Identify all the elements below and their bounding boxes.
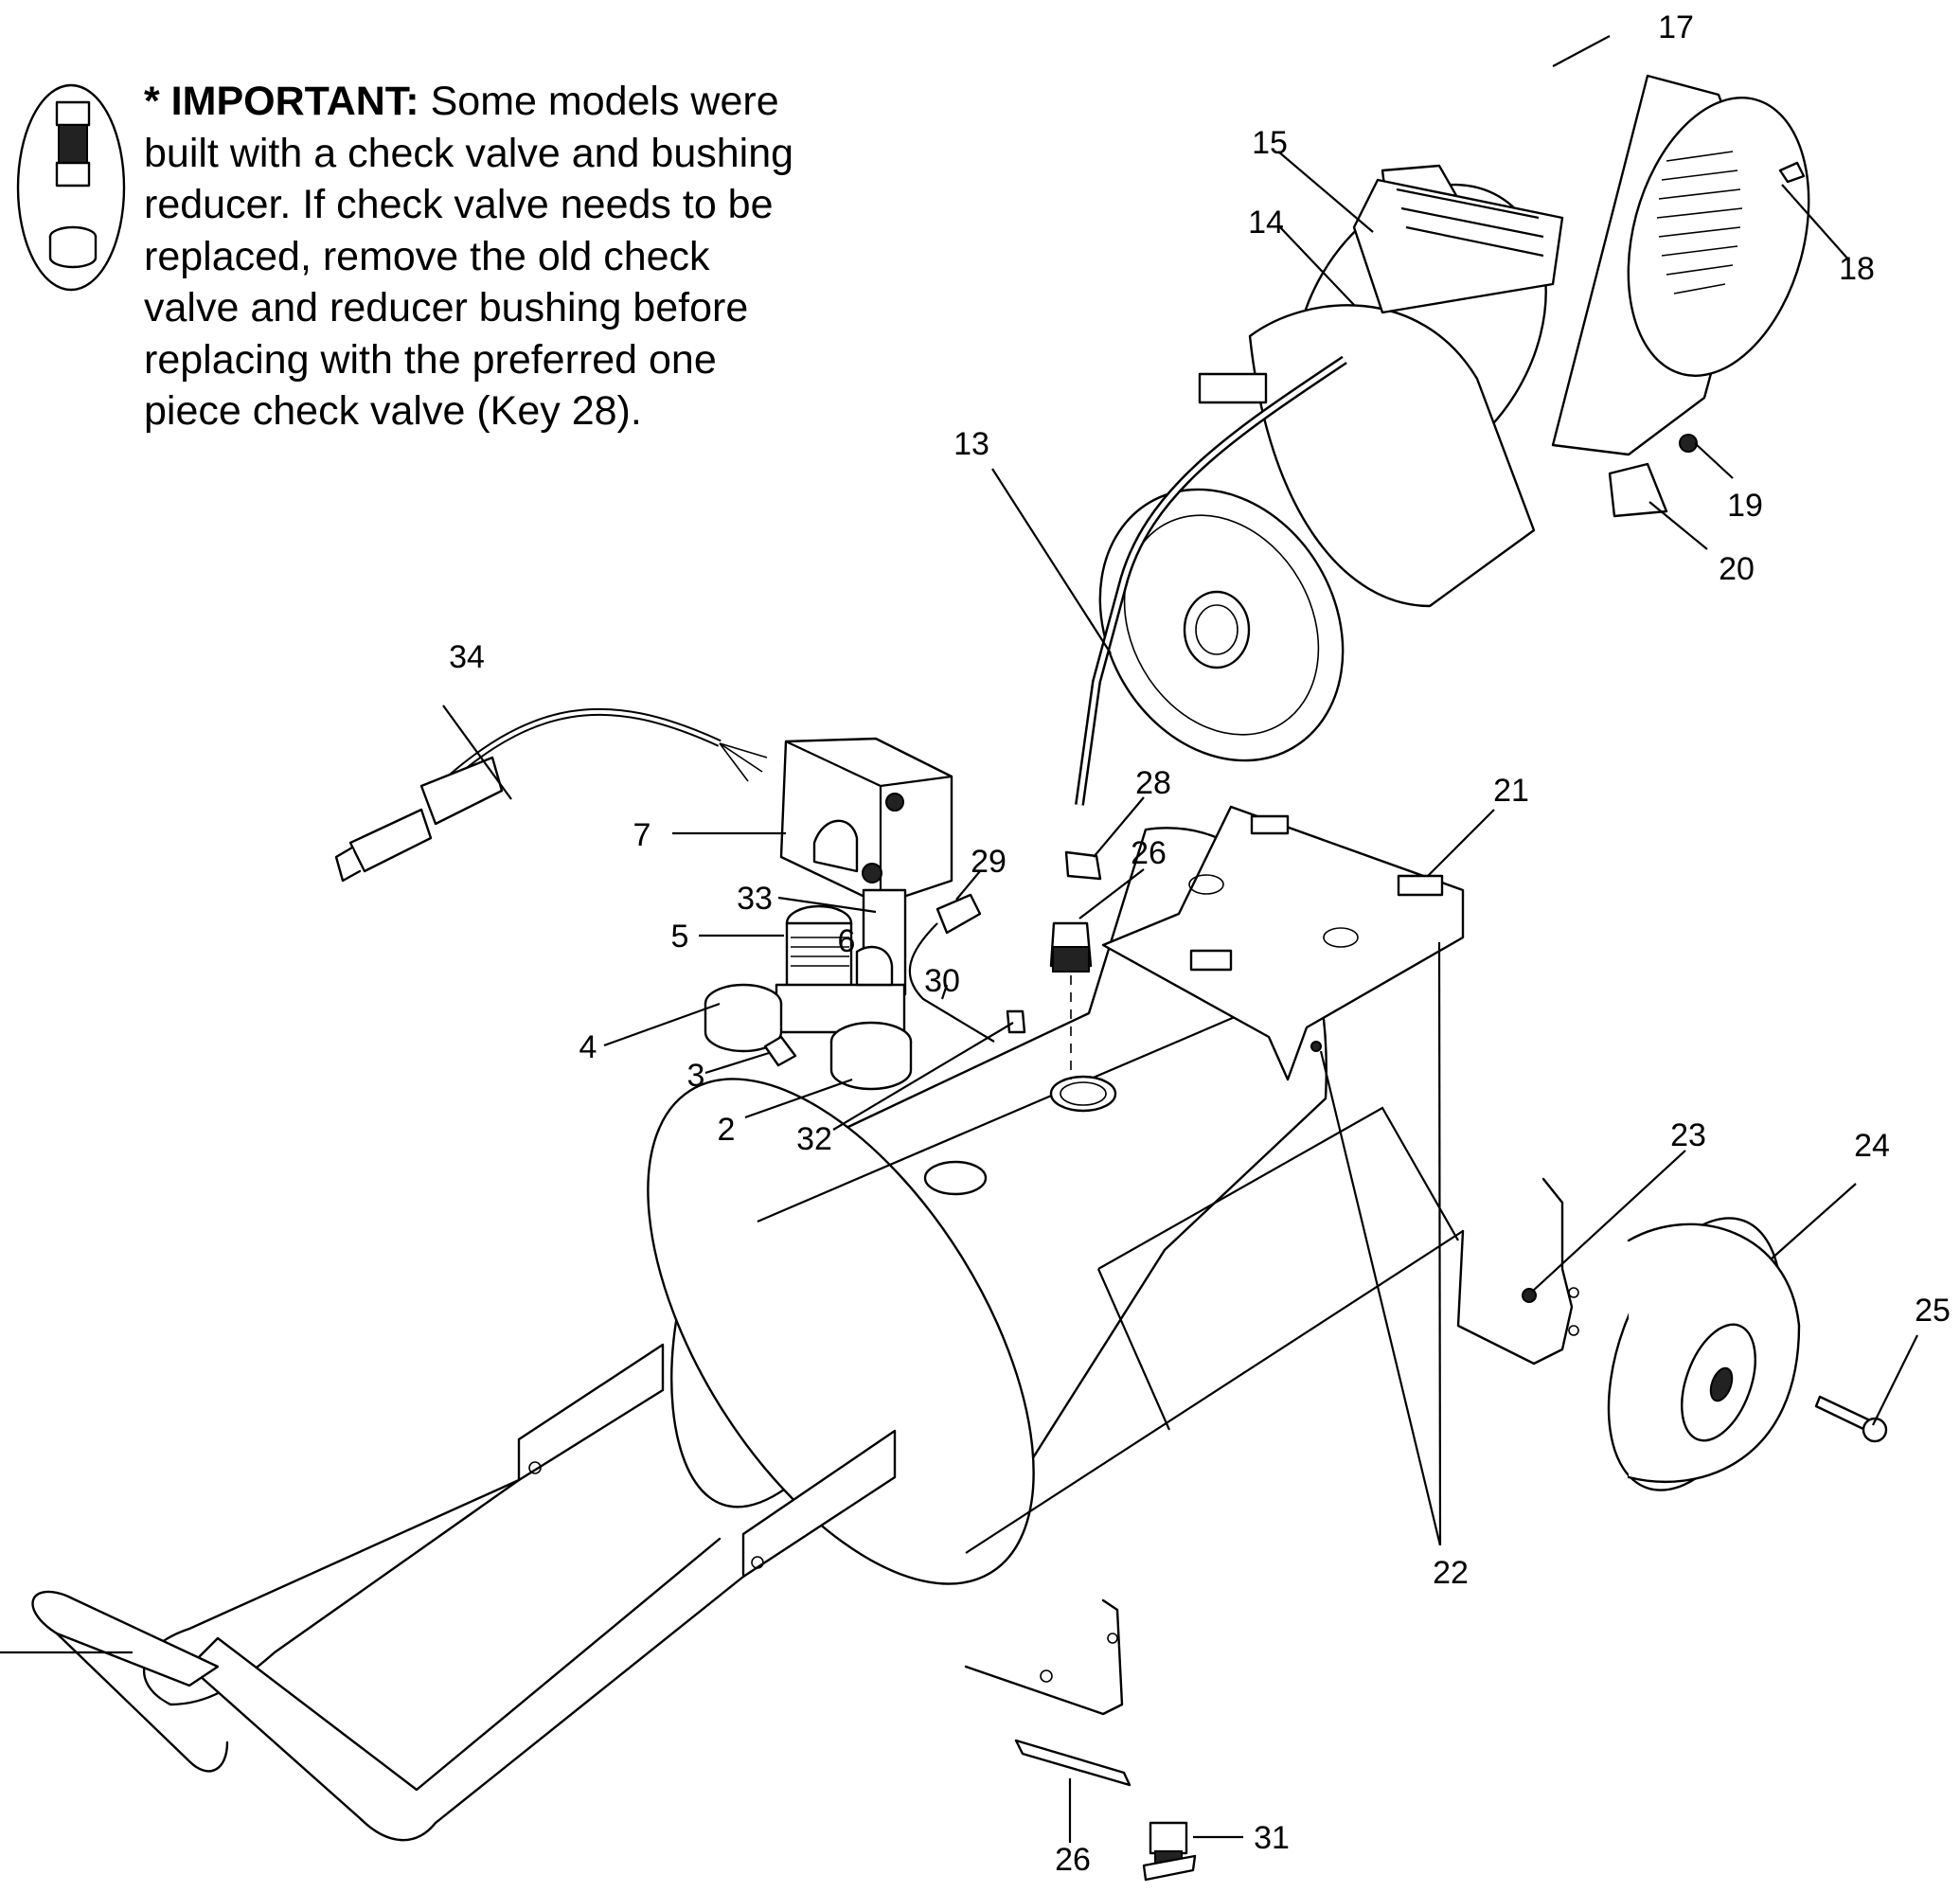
- callout-labels: 17 15 14 18 13 19 20 34 28 21 7 26 29 33…: [449, 9, 1951, 1878]
- callout-23: 24: [1854, 1128, 1890, 1164]
- callout-29: 28: [1135, 765, 1171, 801]
- callout-4: 4: [579, 1029, 597, 1065]
- callout-25: 31: [1254, 1820, 1290, 1856]
- regulator-manifold: [704, 888, 1026, 1091]
- leader-lines: [442, 35, 1918, 1843]
- note-heading: * IMPORTANT:: [144, 79, 419, 124]
- note-body: Some models were built with a check valv…: [144, 79, 794, 434]
- callout-2: 2: [718, 1112, 736, 1148]
- callout-31: 30: [924, 963, 960, 999]
- wheel: [1607, 1217, 1801, 1491]
- callout-3: 3: [687, 1058, 705, 1094]
- callout-26: 26: [1055, 1842, 1091, 1878]
- callout-16: 17: [1658, 9, 1694, 45]
- handle: [0, 1343, 897, 1842]
- callout-34: 34: [449, 639, 485, 675]
- callout-14: 14: [1248, 205, 1284, 241]
- callout-24: 25: [1915, 1293, 1951, 1329]
- callout-21: 22: [1433, 1555, 1469, 1591]
- callout-6: 6: [838, 923, 856, 959]
- motor-mounting-plate: [1101, 805, 1465, 1081]
- callout-7: 7: [633, 817, 651, 853]
- important-note: * IMPORTANT: Some models were built with…: [144, 76, 807, 437]
- callout-5: 5: [671, 919, 689, 955]
- callout-13: 13: [953, 426, 989, 462]
- callout-15: 15: [1252, 125, 1288, 161]
- outlet-tube: [1064, 355, 1347, 881]
- callout-28: 26: [1131, 835, 1167, 871]
- callout-17: 18: [1839, 251, 1875, 287]
- power-cord: [334, 707, 768, 883]
- callout-30: 29: [971, 844, 1007, 880]
- callout-32: 32: [796, 1121, 832, 1157]
- tank-feet: [964, 1177, 1579, 1716]
- callout-18: 19: [1727, 488, 1763, 524]
- air-tank: [647, 827, 1464, 1585]
- axle-bolt: [1814, 1395, 1888, 1443]
- check-valve: [1049, 921, 1093, 1080]
- callout-33: 33: [737, 881, 773, 917]
- drain-parts: [1014, 1739, 1197, 1882]
- pressure-switch: [779, 737, 953, 906]
- callout-19: 20: [1719, 551, 1755, 587]
- callout-22: 23: [1670, 1117, 1706, 1153]
- callout-20: 21: [1493, 773, 1529, 809]
- inset-old-check-valve: [16, 83, 126, 292]
- motor-pump-assembly: [1098, 74, 1810, 762]
